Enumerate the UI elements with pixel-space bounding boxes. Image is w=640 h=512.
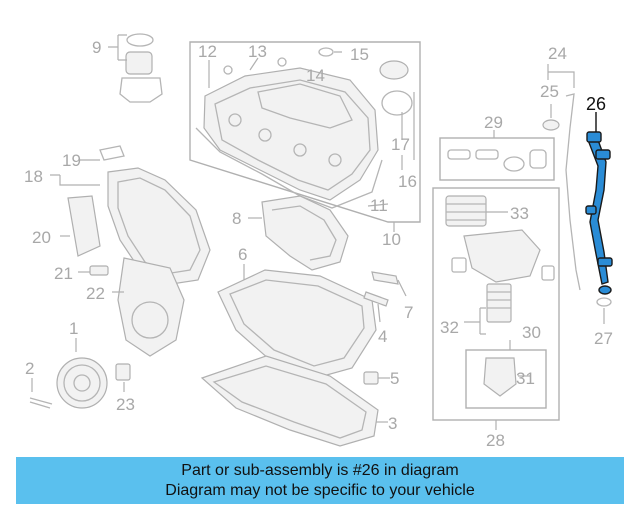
callout-14: 14 bbox=[306, 66, 325, 85]
callout-22: 22 bbox=[86, 284, 105, 303]
callout-9: 9 bbox=[92, 38, 101, 57]
info-banner: Part or sub-assembly is #26 in diagram D… bbox=[16, 457, 624, 504]
part-26-dipstick-guide-tube: 26 bbox=[585, 94, 613, 295]
callout-19: 19 bbox=[62, 151, 81, 170]
callout-7: 7 bbox=[404, 303, 413, 322]
callout-20: 20 bbox=[32, 228, 51, 247]
part-28-filter-housing-group: 33 32 31 30 28 bbox=[432, 187, 560, 450]
callout-13: 13 bbox=[248, 42, 267, 61]
valve-cover-group: 12 13 14 15 17 16 11 10 bbox=[189, 41, 421, 249]
callout-17: 17 bbox=[391, 135, 410, 154]
part-24-dipstick: 24 25 bbox=[540, 44, 581, 291]
callout-27: 27 bbox=[594, 329, 613, 348]
part-6-upper-oil-pan: 6 bbox=[217, 245, 377, 379]
callout-26: 26 bbox=[586, 94, 606, 114]
callout-4: 4 bbox=[378, 327, 387, 346]
banner-line-2: Diagram may not be specific to your vehi… bbox=[165, 481, 475, 499]
callout-10: 10 bbox=[382, 230, 401, 249]
callout-28: 28 bbox=[486, 431, 505, 450]
callout-33: 33 bbox=[510, 204, 529, 223]
callout-6: 6 bbox=[238, 245, 247, 264]
callout-24: 24 bbox=[548, 44, 567, 63]
part-29-gasket-set: 29 bbox=[439, 113, 555, 181]
parts-4-5-7: 7 4 5 bbox=[363, 271, 413, 388]
callout-2: 2 bbox=[25, 359, 34, 378]
callout-31: 31 bbox=[516, 369, 535, 388]
part-18-timing-cover: 18 19 bbox=[24, 145, 211, 286]
callout-18: 18 bbox=[24, 167, 43, 186]
callout-30: 30 bbox=[522, 323, 541, 342]
part-27-o-ring: 27 bbox=[594, 297, 613, 348]
callout-1: 1 bbox=[69, 319, 78, 338]
callout-12: 12 bbox=[198, 42, 217, 61]
callout-15: 15 bbox=[350, 45, 369, 64]
part-9-oil-level-sensor: 9 bbox=[92, 33, 163, 103]
part-1-crank-pulley: 1 2 23 bbox=[25, 319, 135, 414]
callout-3: 3 bbox=[388, 414, 397, 433]
callout-5: 5 bbox=[390, 369, 399, 388]
callout-32: 32 bbox=[440, 318, 459, 337]
callout-16: 16 bbox=[398, 172, 417, 191]
callout-25: 25 bbox=[540, 82, 559, 101]
callout-23: 23 bbox=[116, 395, 135, 414]
parts-diagram: 9 12 13 14 15 17 16 11 10 18 19 bbox=[24, 33, 613, 450]
part-8-bracket: 8 bbox=[232, 195, 349, 271]
parts-20-22: 20 21 22 bbox=[32, 195, 185, 357]
part-3-lower-oil-pan: 3 bbox=[200, 355, 397, 447]
callout-8: 8 bbox=[232, 209, 241, 228]
callout-11: 11 bbox=[370, 196, 388, 215]
callout-21: 21 bbox=[54, 264, 73, 283]
banner-line-1: Part or sub-assembly is #26 in diagram bbox=[181, 461, 459, 479]
callout-29: 29 bbox=[484, 113, 503, 132]
